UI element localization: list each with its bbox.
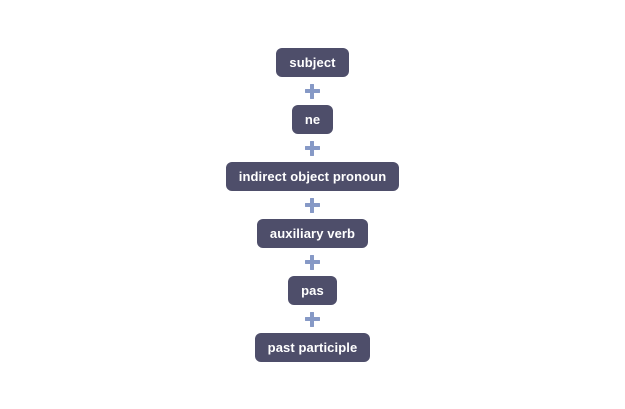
formula-term: pas	[288, 276, 337, 305]
formula-term: indirect object pronoun	[225, 162, 400, 191]
term-pill-ne: ne	[291, 105, 334, 134]
term-pill-pas: pas	[288, 276, 337, 305]
term-pill-indirect-object-pronoun: indirect object pronoun	[225, 162, 400, 191]
formula-operator-5	[305, 305, 320, 333]
formula-operator-2	[305, 134, 320, 162]
formula-operator-3	[305, 191, 320, 219]
plus-icon	[305, 254, 320, 270]
formula-term: subject	[276, 48, 349, 77]
plus-icon	[305, 140, 320, 156]
term-pill-past-participle: past participle	[254, 333, 371, 362]
plus-icon	[305, 197, 320, 213]
term-pill-subject: subject	[276, 48, 349, 77]
plus-icon	[305, 83, 320, 99]
plus-icon	[305, 311, 320, 327]
formula-term: ne	[291, 105, 334, 134]
formula-operator-1	[305, 77, 320, 105]
formula-term: auxiliary verb	[256, 219, 369, 248]
term-pill-auxiliary-verb: auxiliary verb	[256, 219, 369, 248]
formula-operator-4	[305, 248, 320, 276]
formula-term: past participle	[254, 333, 371, 362]
